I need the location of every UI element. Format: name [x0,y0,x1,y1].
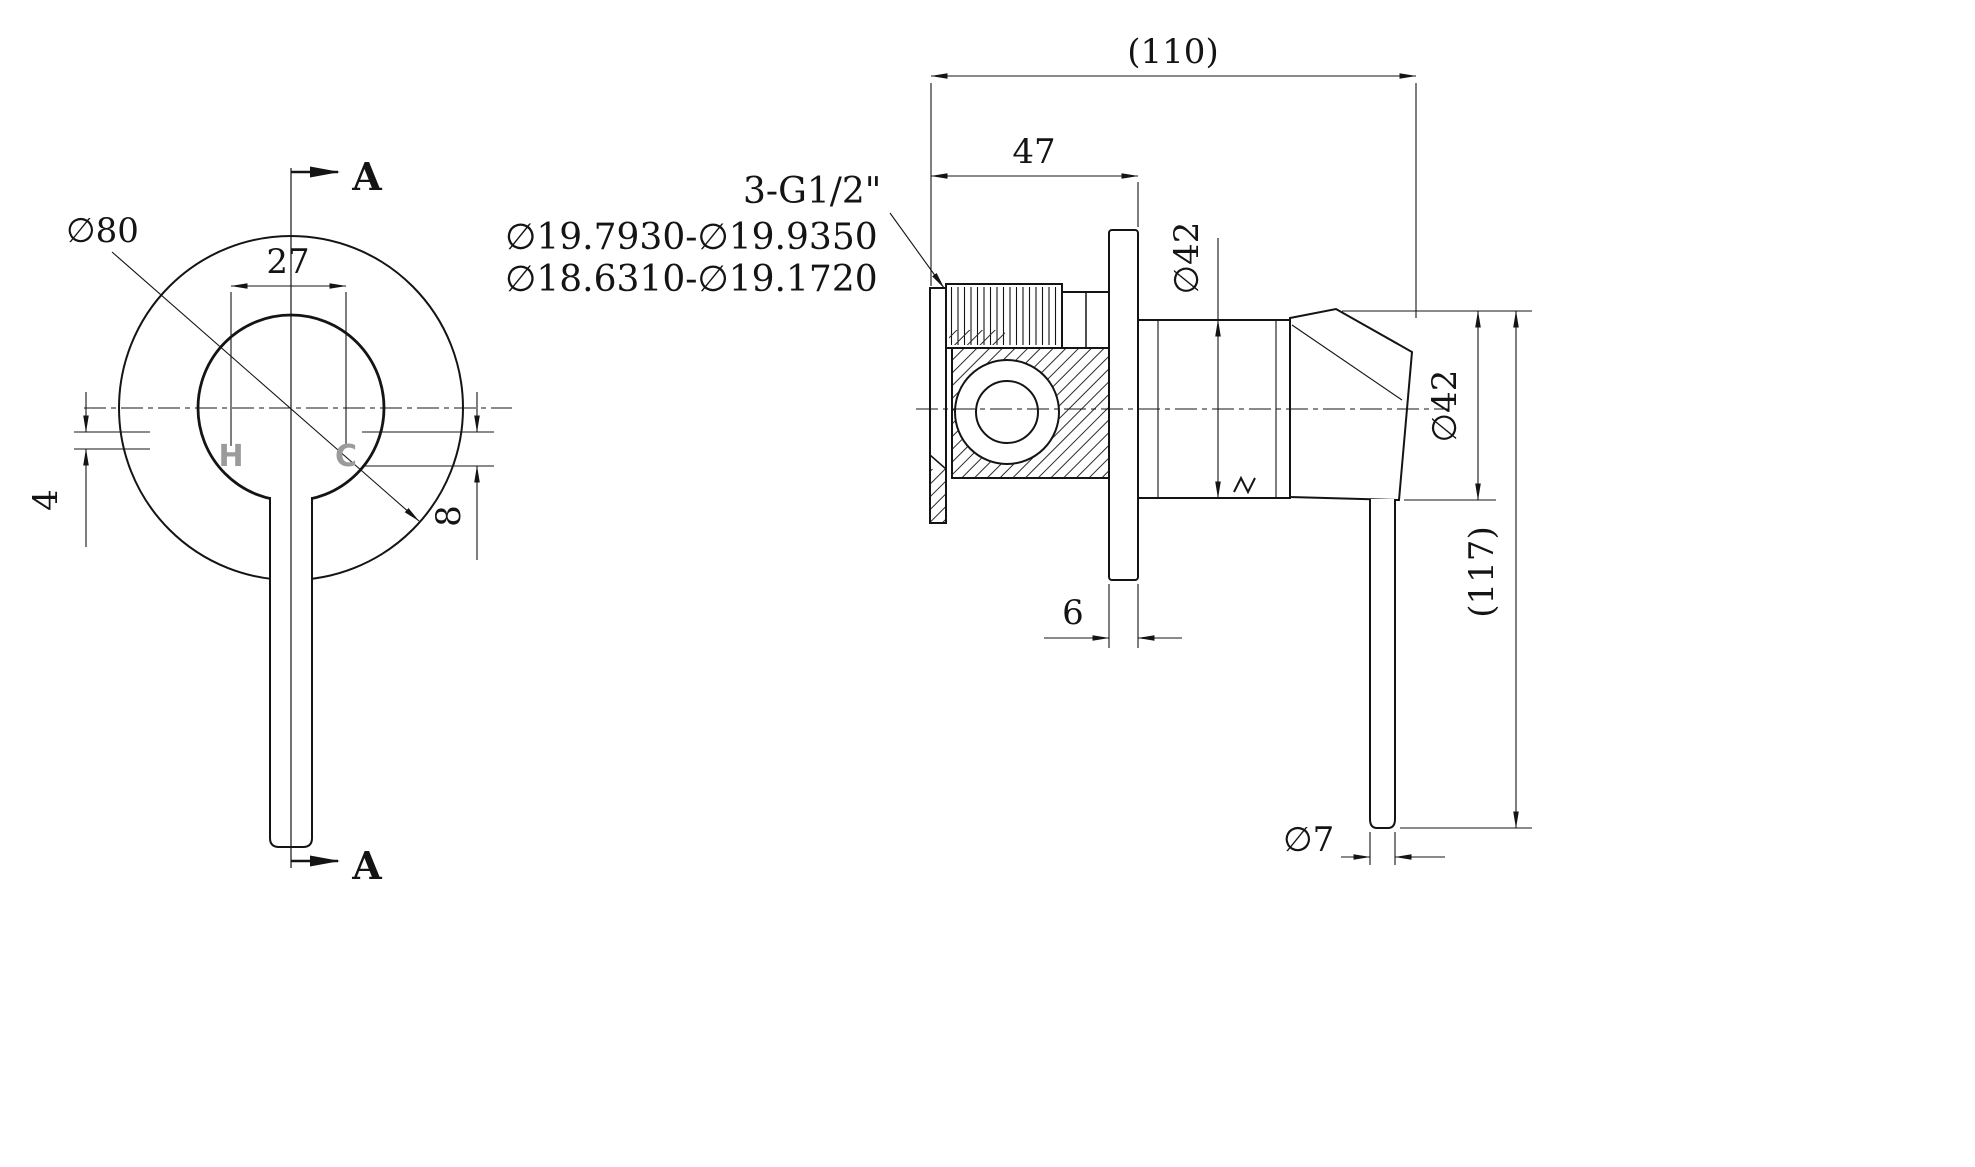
handle-base [1289,307,1414,502]
bracket-edge [929,454,947,470]
body-diameter-label: ∅42 [1167,222,1207,295]
section-arrow-top: A [291,154,382,199]
offset-8-label: 8 [429,505,469,527]
dim-plate-thickness: 6 [1044,584,1182,648]
annotations: 3-G1/2" ∅19.7930-∅19.9350 ∅18.6310-∅19.1… [505,171,945,300]
valve-body-section [951,347,1110,479]
leader-line [111,251,420,522]
bracket-hatch [931,469,945,522]
dim-offset-4: 4 [26,392,150,547]
overall-height-label: (117) [1462,526,1502,617]
section-label-bottom: A [351,843,382,888]
bracket-body [929,287,947,524]
dim-overall-depth: (110) [930,32,1417,318]
dim-handle-diameter: ∅42 [1342,310,1532,501]
plate-diameter-label: ∅80 [66,211,139,251]
cold-port-label: C [335,439,357,474]
hot-port-label: H [218,439,243,474]
thread-spec-leader [889,212,945,289]
section-label-top: A [351,154,382,199]
dim-rod-diameter: ∅7 [1283,820,1445,865]
dim-plate-diameter: ∅80 [66,211,420,522]
valve-seat [1061,291,1110,349]
port-spacing-label: 27 [266,242,309,282]
handle-rod [1369,499,1396,829]
tolerance-upper-label: ∅19.7930-∅19.9350 [505,217,878,258]
handle-cone-edge [1291,324,1403,401]
section-arrow-bottom: A [291,843,382,888]
front-view: A A ∅80 27 H C 4 [26,154,512,888]
mounting-bracket [929,287,947,524]
handle-side [1289,307,1414,829]
escutcheon-plate-side [1108,229,1139,581]
offset-4-label: 4 [26,489,66,511]
logo-mark [1233,475,1256,495]
dim-port-spacing: 27 [230,242,347,446]
dim-inlet-to-plate: 47 [930,132,1139,227]
threaded-inlet [945,283,1063,349]
inlet-to-plate-label: 47 [1012,132,1055,172]
rod-diameter-label: ∅7 [1283,820,1334,860]
thread-hatch [949,330,1005,345]
thread-spec-label: 3-G1/2" [743,171,881,212]
side-view: (110) 47 ∅42 ∅42 (117) [916,32,1532,865]
handle-diameter-label: ∅42 [1425,370,1465,443]
plate-thickness-label: 6 [1062,593,1084,633]
dim-offset-8: 8 [362,392,494,560]
tolerance-lower-label: ∅18.6310-∅19.1720 [505,259,878,300]
dim-body-diameter: ∅42 [1167,222,1221,499]
overall-depth-label: (110) [1127,32,1218,72]
dim-overall-height: (117) [1400,310,1532,829]
outlet-port-inner [975,380,1039,444]
